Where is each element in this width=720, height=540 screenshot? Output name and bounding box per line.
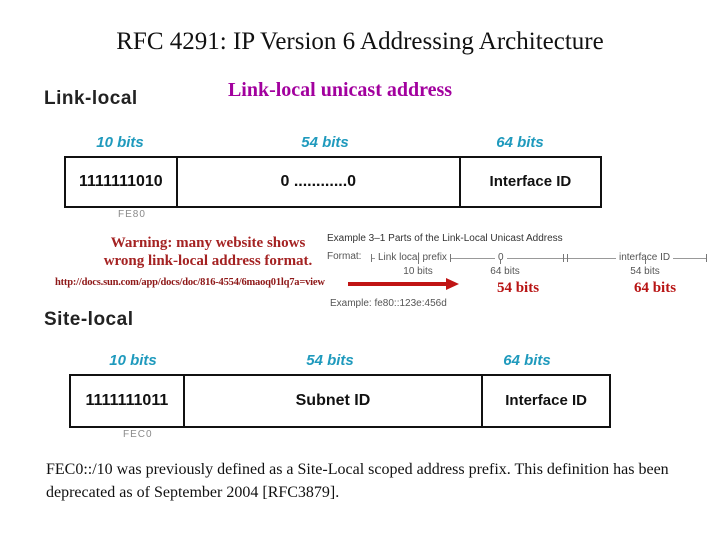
red-arrow-line bbox=[348, 282, 448, 286]
warning-line-1: Warning: many website shows bbox=[110, 235, 306, 251]
prefix-bits-cell: 1111111010 bbox=[66, 158, 178, 206]
prefix-hex-label: FE80 bbox=[118, 209, 146, 220]
bit-width-label: 64 bits bbox=[503, 352, 551, 369]
interface-id-cell: Interface ID bbox=[489, 172, 572, 190]
site-local-heading: Site-local bbox=[44, 309, 134, 330]
reference-url[interactable]: http://docs.sun.com/app/docs/doc/816-455… bbox=[55, 277, 325, 288]
prefix-hex-label: FEC0 bbox=[123, 429, 153, 440]
warning-line-2: wrong link-local address format. bbox=[103, 253, 313, 269]
site-local-format-table: 1111111011 Subnet ID Interface ID bbox=[69, 374, 611, 428]
ruler-center-tick bbox=[645, 259, 646, 264]
correction-label: 64 bits bbox=[633, 280, 677, 296]
bit-width-label: 54 bits bbox=[306, 352, 354, 369]
figure-ruler-line bbox=[371, 258, 707, 259]
warning-text: Warning: many website shows wrong link-l… bbox=[58, 234, 358, 270]
bit-width-label: 10 bits bbox=[96, 134, 144, 151]
ruler-center-tick bbox=[500, 259, 501, 264]
link-local-format-table: 1111111010 0 ............0 Interface ID bbox=[64, 156, 602, 208]
slide-subtitle: Link-local unicast address bbox=[227, 79, 453, 101]
ruler-tick bbox=[706, 254, 707, 262]
segment-bits-label: 10 bits bbox=[403, 266, 433, 277]
ruler-tick bbox=[567, 254, 568, 262]
zero-bits-cell: 0 ............0 bbox=[178, 158, 461, 206]
interface-id-cell: Interface ID bbox=[505, 391, 587, 409]
segment-bits-label: 64 bits bbox=[490, 266, 520, 277]
bit-width-label: 10 bits bbox=[109, 352, 157, 369]
ruler-center-tick bbox=[418, 259, 419, 264]
segment-label: interface ID bbox=[616, 251, 674, 264]
ruler-tick bbox=[563, 254, 564, 262]
figure-example-text: Example: fe80::123e:456d bbox=[330, 298, 447, 309]
link-local-heading: Link-local bbox=[44, 88, 138, 109]
ruler-tick bbox=[371, 254, 372, 262]
ruler-tick bbox=[446, 254, 447, 262]
footnote-text: FEC0::/10 was previously defined as a Si… bbox=[46, 461, 669, 502]
page-title: RFC 4291: IP Version 6 Addressing Archit… bbox=[116, 28, 604, 55]
red-arrow-head bbox=[446, 278, 459, 290]
bit-width-label: 54 bits bbox=[301, 134, 349, 151]
correction-label: 54 bits bbox=[496, 280, 540, 296]
segment-label: 0 bbox=[495, 251, 507, 264]
segment-label: Link local prefix bbox=[375, 251, 450, 264]
subnet-id-cell: Subnet ID bbox=[185, 376, 484, 426]
figure-caption: Example 3–1 Parts of the Link-Local Unic… bbox=[327, 233, 563, 244]
segment-bits-label: 54 bits bbox=[630, 266, 660, 277]
prefix-bits-cell: 1111111011 bbox=[71, 376, 185, 426]
ruler-tick bbox=[450, 254, 451, 262]
bit-width-label: 64 bits bbox=[496, 134, 544, 151]
